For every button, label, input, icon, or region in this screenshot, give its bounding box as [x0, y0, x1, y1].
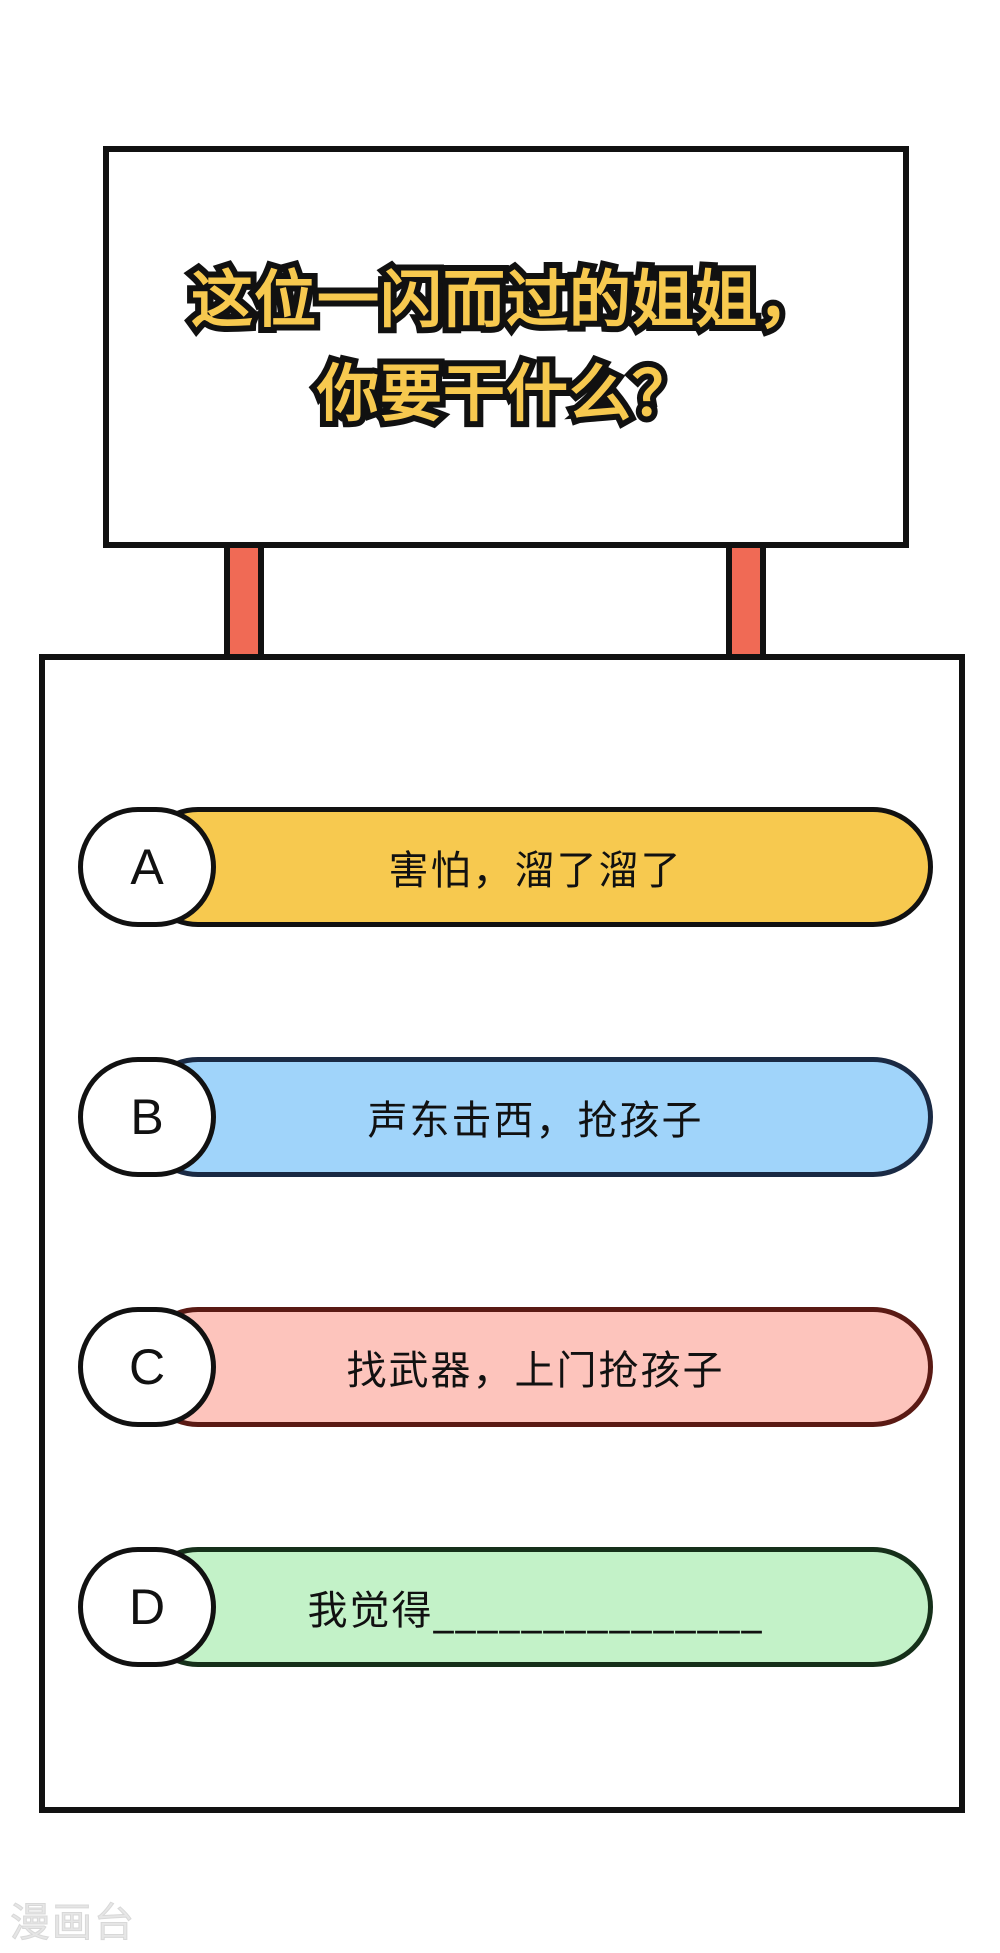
option-a-text: 害怕，溜了溜了: [388, 848, 683, 894]
option-b-text: 声东击西，抢孩子: [367, 1098, 704, 1144]
option-c[interactable]: 找武器，上门抢孩子 C: [78, 1307, 933, 1427]
watermark-logo: 漫画台: [10, 1900, 136, 1947]
option-b-circle[interactable]: B: [78, 1057, 216, 1177]
option-a-bar[interactable]: 害怕，溜了溜了: [138, 807, 933, 927]
option-d-text: 我觉得_______________: [307, 1588, 764, 1634]
option-d[interactable]: 我觉得_______________ D: [78, 1547, 933, 1667]
option-b[interactable]: 声东击西，抢孩子 B: [78, 1057, 933, 1177]
question-sign: 这位一闪而过的姐姐， 你要干什么？: [103, 146, 909, 548]
question-line-2: 你要干什么？: [311, 351, 700, 436]
option-c-bar[interactable]: 找武器，上门抢孩子: [138, 1307, 933, 1427]
sign-post-right: [726, 548, 766, 660]
option-d-letter: D: [128, 1579, 166, 1635]
option-c-letter: C: [128, 1339, 166, 1395]
option-d-circle[interactable]: D: [78, 1547, 216, 1667]
option-a-letter: A: [130, 839, 164, 895]
question-line-1: 这位一闪而过的姐姐，: [185, 257, 826, 342]
sign-post-left: [224, 548, 264, 660]
option-b-letter: B: [130, 1089, 164, 1145]
option-b-bar[interactable]: 声东击西，抢孩子: [138, 1057, 933, 1177]
option-c-text: 找武器，上门抢孩子: [346, 1348, 725, 1394]
option-c-circle[interactable]: C: [78, 1307, 216, 1427]
option-a[interactable]: 害怕，溜了溜了 A: [78, 807, 933, 927]
option-a-circle[interactable]: A: [78, 807, 216, 927]
option-d-bar[interactable]: 我觉得_______________: [138, 1547, 933, 1667]
